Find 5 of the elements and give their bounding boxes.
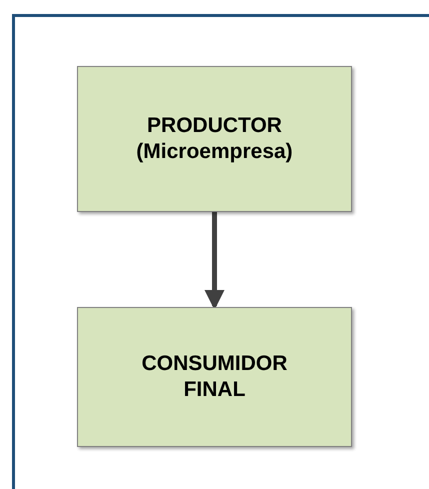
process-box [77,307,352,447]
box-label: CONSUMIDOR FINAL [140,351,288,403]
box-label: PRODUCTOR (Microempresa) [135,113,294,165]
process-box [77,66,352,212]
arrow [204,212,224,310]
